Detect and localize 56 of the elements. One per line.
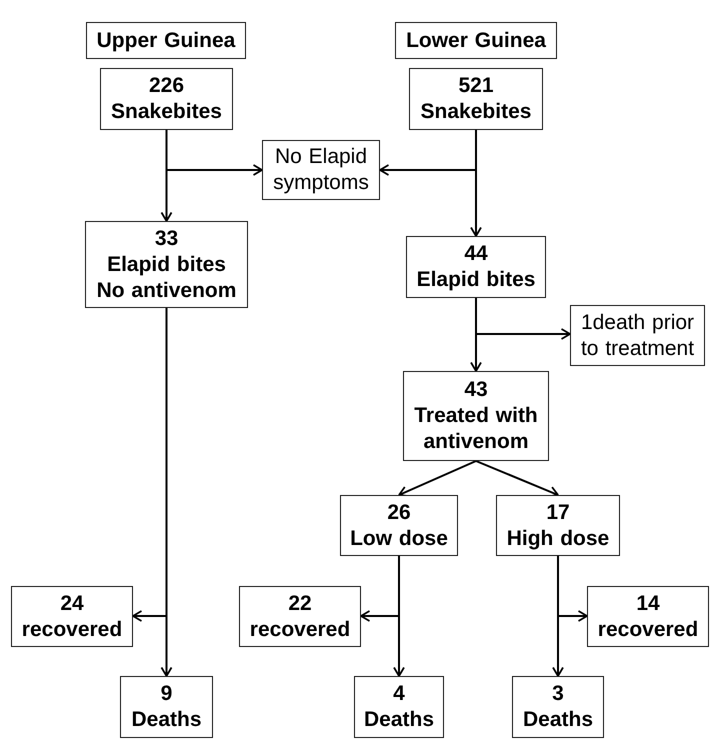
box-text: 44 — [464, 241, 488, 267]
process-box — [406, 236, 546, 298]
box-text: 26 — [387, 500, 411, 526]
outcome-box — [354, 676, 444, 738]
heading-box — [395, 22, 557, 59]
box-text: Snakebites — [111, 99, 222, 125]
box-text: Upper Guinea — [96, 28, 236, 54]
arrow — [132, 308, 168, 622]
outcome-box — [120, 676, 213, 738]
box-text: 226 — [148, 73, 184, 99]
box-text: recovered — [22, 616, 122, 642]
box-text: 14 — [636, 590, 660, 616]
box-text: 17 — [546, 500, 570, 526]
process-box — [496, 495, 620, 556]
outcome-box — [587, 586, 709, 647]
box-text: 521 — [458, 73, 494, 99]
outcome-box — [512, 676, 604, 738]
arrow — [360, 556, 400, 622]
arrow — [470, 130, 482, 237]
box-text: Snakebites — [420, 99, 532, 125]
process-box — [340, 495, 458, 556]
arrow — [476, 460, 559, 498]
box-text: 4 — [393, 681, 405, 707]
box-text: 43 — [464, 377, 488, 403]
box-text: High dose — [506, 526, 610, 552]
process-box — [262, 140, 380, 200]
box-text: Treated with antivenom — [413, 403, 539, 455]
box-text: recovered — [598, 616, 698, 642]
arrow — [475, 298, 571, 340]
arrow — [398, 460, 476, 498]
box-text: 22 — [288, 590, 312, 616]
box-text: Deaths — [364, 707, 434, 733]
box-text: 3 — [552, 681, 564, 707]
box-text: recovered — [250, 616, 350, 642]
box-text: Deaths — [131, 707, 202, 733]
box-text: 24 — [60, 590, 84, 616]
box-text: 9 — [160, 681, 172, 707]
arrow — [166, 130, 263, 176]
process-box — [100, 68, 233, 130]
heading-box — [86, 22, 246, 59]
box-text: Low dose — [350, 526, 448, 552]
process-box — [85, 221, 248, 308]
box-text: Elapid bites — [107, 252, 226, 278]
box-text: Elapid bites — [416, 267, 536, 293]
box-text: 33 — [154, 226, 178, 252]
process-box — [570, 305, 705, 366]
box-text: 1death prior to treatment — [580, 310, 696, 362]
box-text: No Elapid symptoms — [272, 144, 370, 196]
outcome-box — [239, 586, 361, 647]
box-text: Deaths — [522, 707, 594, 733]
box-text: Lower Guinea — [406, 28, 546, 54]
outcome-box — [11, 586, 133, 647]
process-box — [403, 371, 549, 461]
process-box — [409, 68, 543, 130]
arrow — [557, 556, 588, 622]
box-text: No antivenom — [96, 278, 236, 304]
